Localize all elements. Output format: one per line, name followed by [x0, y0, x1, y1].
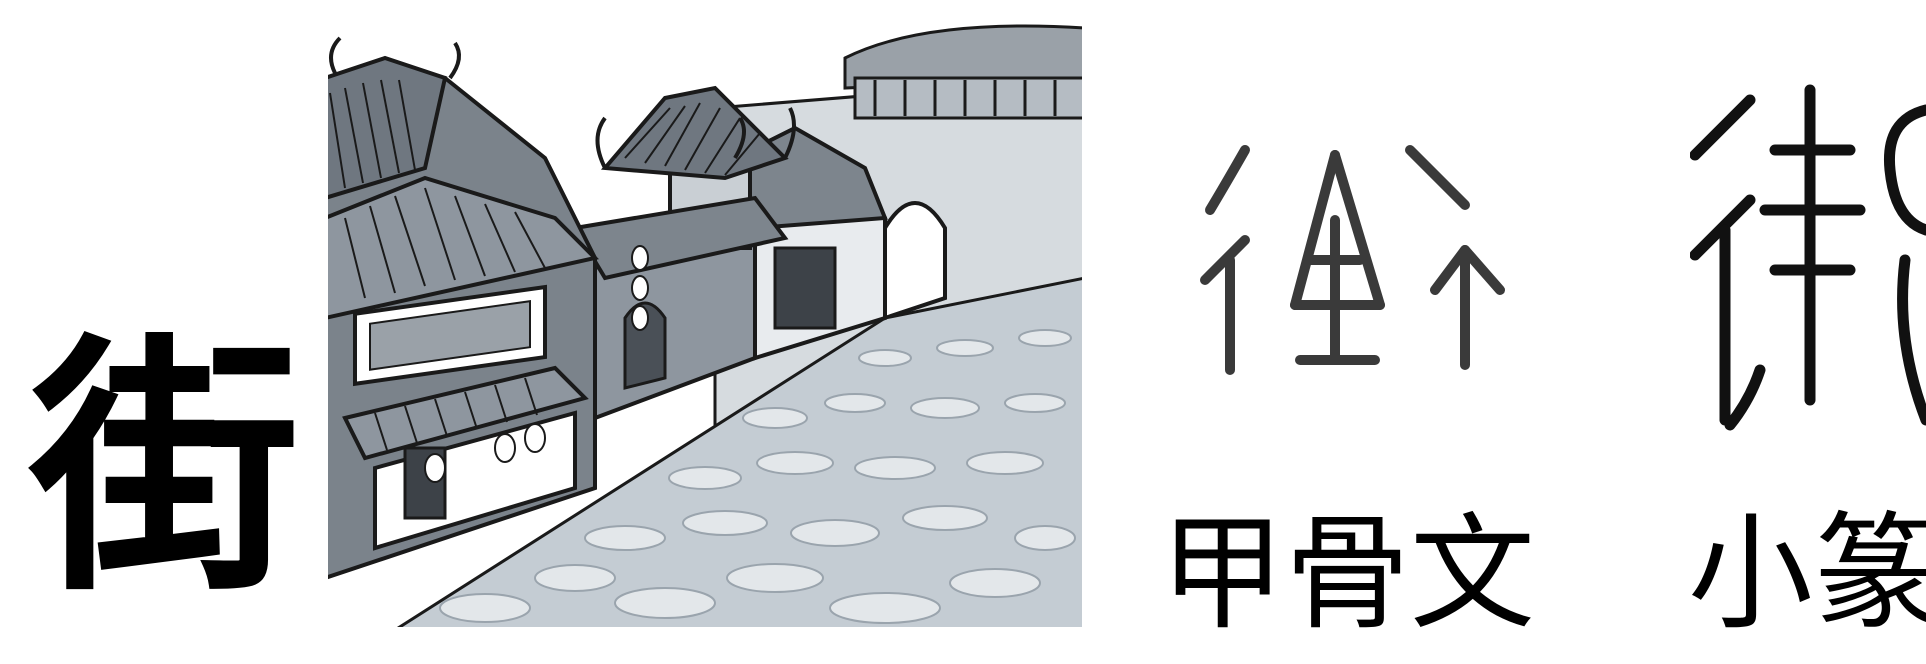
oracle-bone-glyph-icon [1195, 130, 1525, 410]
small-seal-label: 小篆 [1688, 502, 1926, 647]
ancient-street-illustration [325, 18, 1085, 630]
main-character: 街 [30, 312, 300, 627]
small-seal-glyph-icon [1690, 80, 1926, 440]
oracle-bone-label: 甲骨文 [1160, 502, 1535, 647]
